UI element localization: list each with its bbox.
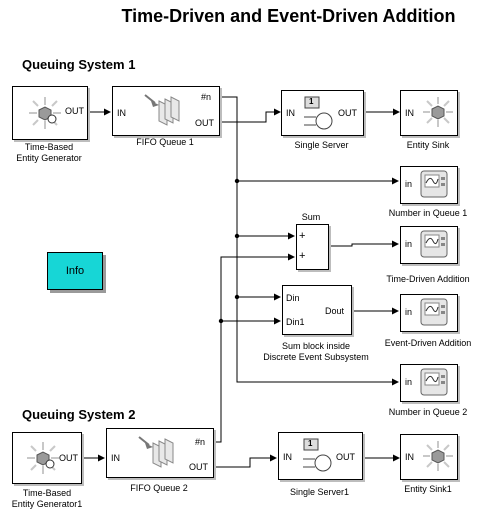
fifo-queue-block-1[interactable]: IN #n OUT <box>112 86 220 136</box>
out-port-label: OUT <box>195 118 214 128</box>
sum-block[interactable]: + + <box>296 224 329 270</box>
entity-sink-icon <box>423 441 453 471</box>
in-port-label: IN <box>283 452 292 462</box>
entity-line-fifo2-server2 <box>212 454 277 468</box>
in-port-label: in <box>405 239 413 249</box>
entity-generator-block-1[interactable]: OUT <box>12 86 88 140</box>
scope-block-time-driven[interactable]: in <box>400 226 458 264</box>
section-label-system2: Queuing System 2 <box>22 407 136 422</box>
fifo-queue-icon <box>144 94 180 126</box>
fifo2-label: FIFO Queue 2 <box>130 483 188 493</box>
entity-sink-block-2[interactable]: IN <box>400 434 458 480</box>
server1-label: Single Server <box>294 140 349 150</box>
discrete-event-subsystem-block[interactable]: Din Din1 Dout <box>282 285 352 335</box>
entity-generator-icon <box>29 97 61 129</box>
signal-line-sum-out <box>327 240 399 248</box>
signal-line-queue1-count <box>218 96 399 386</box>
info-button[interactable]: Info <box>47 252 103 290</box>
scope-block-queue2[interactable]: in <box>400 364 458 402</box>
scope-q1-label: Number in Queue 1 <box>388 208 468 218</box>
entity-sink-block-1[interactable]: IN <box>400 90 458 136</box>
count-port-label: #n <box>195 437 206 447</box>
out-port-label: OUT <box>336 452 355 462</box>
section-label-system1: Queuing System 1 <box>22 57 136 72</box>
in-port-label: in <box>405 179 413 189</box>
out-port-label: OUT <box>338 108 357 118</box>
in-port-label: in <box>405 377 413 387</box>
in-port-label: IN <box>405 108 414 118</box>
server-block-2[interactable]: IN 1 OUT <box>278 432 363 480</box>
server-block-1[interactable]: IN 1 OUT <box>281 90 364 136</box>
scope-icon <box>420 368 448 396</box>
server2-label: Single Server1 <box>289 487 350 497</box>
in-port-label: IN <box>111 453 120 463</box>
entity-generator-icon <box>27 442 59 474</box>
scope-q2-label: Number in Queue 2 <box>388 407 468 417</box>
out-port-label: OUT <box>59 453 78 463</box>
in-port-label: IN <box>286 108 295 118</box>
scope-block-event-driven[interactable]: in <box>400 294 458 332</box>
entity-generator-block-2[interactable]: OUT <box>12 432 82 484</box>
sink1-label: Entity Sink <box>406 140 450 150</box>
din1-port-label: Din1 <box>286 317 305 327</box>
dout-port-label: Dout <box>325 306 345 316</box>
sink2-label: Entity Sink1 <box>404 484 452 494</box>
fifo1-label: FIFO Queue 1 <box>136 137 194 147</box>
entity-sink-icon <box>423 97 453 127</box>
signal-line-queue2-count <box>212 253 295 443</box>
server-icon <box>304 96 333 130</box>
scope-icon <box>420 170 448 198</box>
sum-label: Sum <box>301 212 321 222</box>
server-capacity-badge: 1 <box>309 97 314 106</box>
entity-line-fifo1-server1 <box>218 108 281 123</box>
din-port-label: Din <box>286 293 300 303</box>
fifo-queue-block-2[interactable]: IN #n OUT <box>106 428 214 478</box>
in-port-label: IN <box>405 452 414 462</box>
scope-block-queue1[interactable]: in <box>400 166 458 204</box>
in-port-label: IN <box>117 108 126 118</box>
server-icon <box>303 438 332 472</box>
out-port-label: OUT <box>65 106 84 116</box>
server-capacity-badge: 1 <box>308 439 313 448</box>
count-port-label: #n <box>201 92 212 102</box>
scope-event-label: Event-Driven Addition <box>384 338 472 348</box>
sum-plus-sign: + <box>299 250 306 262</box>
fifo-queue-icon <box>138 436 174 468</box>
out-port-label: OUT <box>189 462 208 472</box>
scope-icon <box>420 298 448 326</box>
diagram-title: Time-Driven and Event-Driven Addition <box>121 6 456 26</box>
in-port-label: in <box>405 307 413 317</box>
sum-plus-sign: + <box>299 230 306 242</box>
scope-icon <box>420 230 448 258</box>
scope-time-label: Time-Driven Addition <box>386 274 470 284</box>
